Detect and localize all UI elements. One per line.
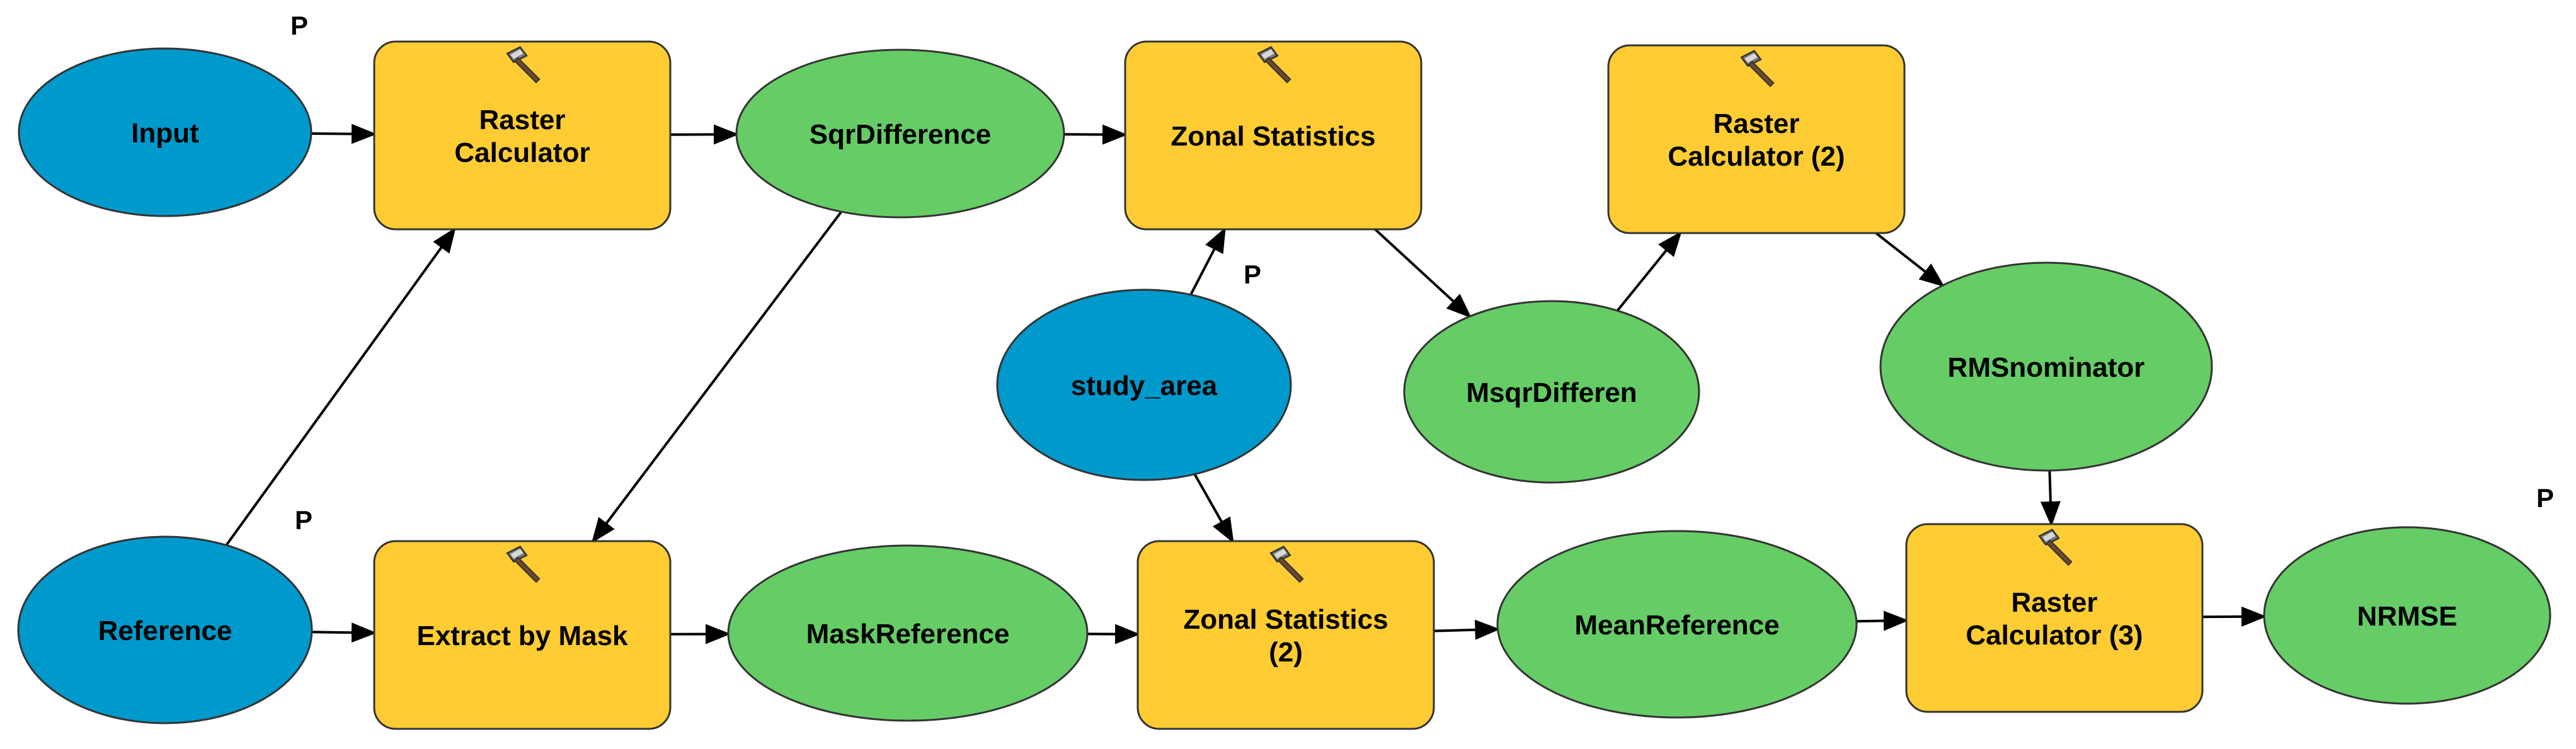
- node-zonal-statistics[interactable]: Zonal Statistics: [1124, 40, 1423, 231]
- input-variable-ellipse[interactable]: [17, 535, 313, 724]
- input-variable-ellipse[interactable]: [996, 289, 1292, 481]
- parameter-marker-input: P: [290, 11, 308, 40]
- connector-study_area-to-zonal_statistics[interactable]: [1189, 227, 1226, 295]
- node-input[interactable]: Input: [18, 47, 312, 217]
- derived-variable-ellipse[interactable]: [2263, 526, 2551, 705]
- tool-box[interactable]: [1905, 523, 2204, 713]
- connector-msqrdifferen-to-raster_calculator_2[interactable]: [1616, 231, 1682, 312]
- node-nrmse[interactable]: NRMSE: [2263, 526, 2551, 705]
- node-rmsnominator[interactable]: RMSnominator: [1879, 261, 2213, 472]
- node-maskreference[interactable]: MaskReference: [727, 544, 1089, 722]
- connector-reference-to-raster_calculator[interactable]: [225, 227, 456, 546]
- connector-sqrdifference-to-zonal_statistics[interactable]: [1063, 124, 1128, 145]
- node-label: NRMSE: [2357, 601, 2458, 632]
- node-zonal-statistics-2[interactable]: Zonal Statistics(2): [1136, 540, 1435, 730]
- node-msqrdifferen[interactable]: MsqrDifferen: [1403, 300, 1700, 484]
- node-label: MeanReference: [1574, 610, 1779, 641]
- input-variable-ellipse[interactable]: [18, 47, 312, 217]
- derived-variable-ellipse[interactable]: [1879, 261, 2213, 472]
- derived-variable-ellipse[interactable]: [1496, 530, 1858, 719]
- node-label: Raster: [479, 105, 566, 135]
- node-meanreference[interactable]: MeanReference: [1496, 530, 1858, 719]
- node-label: Calculator (2): [1668, 141, 1845, 172]
- parameter-marker-nrmse: P: [2536, 483, 2554, 513]
- node-label: Reference: [98, 615, 232, 646]
- derived-variable-ellipse[interactable]: [735, 49, 1065, 219]
- node-label: Calculator (3): [1966, 620, 2143, 651]
- derived-variable-ellipse[interactable]: [727, 544, 1089, 722]
- connector-raster_calculator_2-to-rmsnominator[interactable]: [1875, 232, 1945, 287]
- node-label: SqrDifference: [810, 119, 992, 150]
- connector-zonal_statistics-to-msqrdifferen[interactable]: [1374, 228, 1472, 319]
- node-label: (2): [1269, 637, 1303, 668]
- node-label: Input: [131, 118, 199, 149]
- tool-box[interactable]: [1607, 44, 1906, 234]
- tool-box[interactable]: [373, 40, 672, 231]
- connector-raster_calculator-to-sqrdifference[interactable]: [670, 124, 739, 145]
- parameter-marker-reference: P: [295, 505, 312, 535]
- node-sqrdifference[interactable]: SqrDifference: [735, 49, 1065, 219]
- parameter-marker-study-area: P: [1244, 260, 1261, 289]
- tool-box[interactable]: [1136, 540, 1435, 730]
- connector-sqrdifference-to-extract_by_mask[interactable]: [591, 210, 843, 544]
- derived-variable-ellipse[interactable]: [1403, 300, 1700, 484]
- parameter-markers-layer: P P P P: [290, 11, 2554, 535]
- node-label: Raster: [1714, 108, 1800, 139]
- node-label: MaskReference: [806, 619, 1010, 649]
- node-label: Extract by Mask: [416, 620, 628, 651]
- tool-box[interactable]: [1124, 40, 1423, 231]
- node-label: Zonal Statistics: [1171, 121, 1375, 152]
- connector-study_area-to-zonal_statistics_2[interactable]: [1193, 473, 1234, 544]
- node-extract-by-mask[interactable]: Extract by Mask: [373, 540, 672, 730]
- node-label: MsqrDifferen: [1466, 377, 1637, 408]
- node-label: Zonal Statistics: [1183, 604, 1388, 635]
- connector-zonal_statistics_2-to-meanreference[interactable]: [1433, 619, 1501, 640]
- connector-rmsnominator-to-raster_calculator_3[interactable]: [2040, 470, 2061, 527]
- node-label: Calculator: [454, 137, 590, 168]
- connector-meanreference-to-raster_calculator_3[interactable]: [1856, 610, 1909, 631]
- node-study-area[interactable]: study_area: [996, 289, 1292, 481]
- node-reference[interactable]: Reference: [17, 535, 313, 724]
- tool-box[interactable]: [373, 540, 672, 730]
- node-label: RMSnominator: [1948, 352, 2145, 383]
- node-label: Raster: [2012, 587, 2098, 618]
- connectors-layer: [225, 123, 2267, 644]
- node-label: study_area: [1071, 370, 1218, 401]
